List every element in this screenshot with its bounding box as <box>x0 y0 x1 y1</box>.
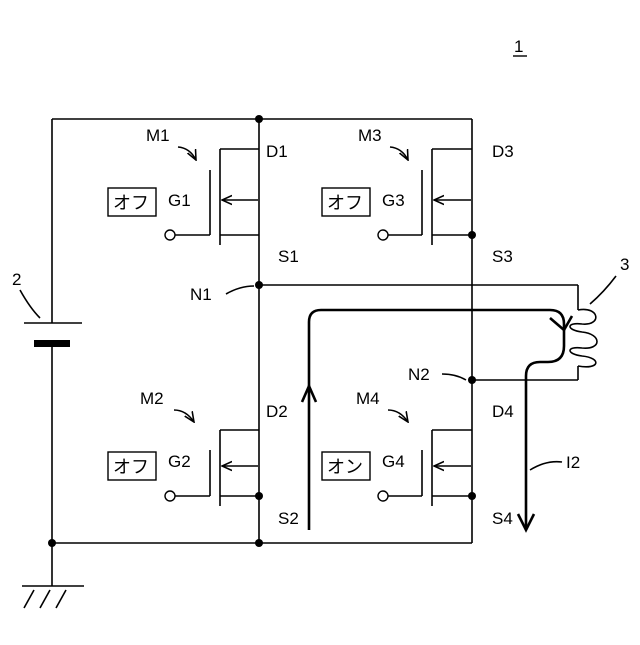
n1-leader <box>226 286 254 294</box>
current-label: I2 <box>566 453 580 472</box>
junction-bottom-mid <box>255 539 263 547</box>
coil <box>570 309 597 366</box>
m4-source-label: S4 <box>492 509 513 528</box>
junction-m3-source <box>468 231 476 239</box>
m1-state: オフ <box>113 193 149 214</box>
m1-gate-label: G1 <box>168 191 191 210</box>
m3-drain-label: D3 <box>492 142 514 161</box>
current-leader <box>530 462 562 470</box>
m4-gate-label: G4 <box>382 452 405 471</box>
m1-drain-label: D1 <box>266 142 288 161</box>
m4-name: M4 <box>356 389 380 408</box>
m3-gate-label: G3 <box>382 191 405 210</box>
m3-name: M3 <box>358 126 382 145</box>
battery-label: 2 <box>12 270 21 289</box>
m4-drain-label: D4 <box>492 402 514 421</box>
junction-m4-source <box>468 492 476 500</box>
battery <box>24 323 82 347</box>
m2-source-label: S2 <box>278 509 299 528</box>
junction-n2 <box>468 376 476 384</box>
m2-gate-label: G2 <box>168 452 191 471</box>
current-path <box>309 310 564 530</box>
m1-source-label: S1 <box>278 247 299 266</box>
m2-state: オフ <box>113 457 149 478</box>
m3-state: オフ <box>327 193 363 214</box>
junction-n1 <box>255 281 263 289</box>
m2-leader <box>174 410 194 422</box>
current-arrow-right <box>550 316 572 330</box>
junction-bottom-left <box>48 539 56 547</box>
m3-leader <box>390 147 408 160</box>
coil-label: 3 <box>620 255 629 274</box>
m1-name: M1 <box>146 126 170 145</box>
coil-leader <box>590 276 616 304</box>
m2-drain-label: D2 <box>266 402 288 421</box>
junction-top-left <box>255 115 263 123</box>
battery-leader <box>20 290 40 318</box>
n2-label: N2 <box>408 365 430 384</box>
figure-number: 1 <box>514 37 523 56</box>
n1-label: N1 <box>190 285 212 304</box>
m4-state: オン <box>327 457 363 478</box>
m4-leader <box>388 410 408 422</box>
junction-m2-source <box>255 492 263 500</box>
m1-leader <box>178 147 196 160</box>
m2-name: M2 <box>140 389 164 408</box>
ground-symbol <box>22 586 84 608</box>
n2-leader <box>442 374 466 380</box>
m3-source-label: S3 <box>492 247 513 266</box>
